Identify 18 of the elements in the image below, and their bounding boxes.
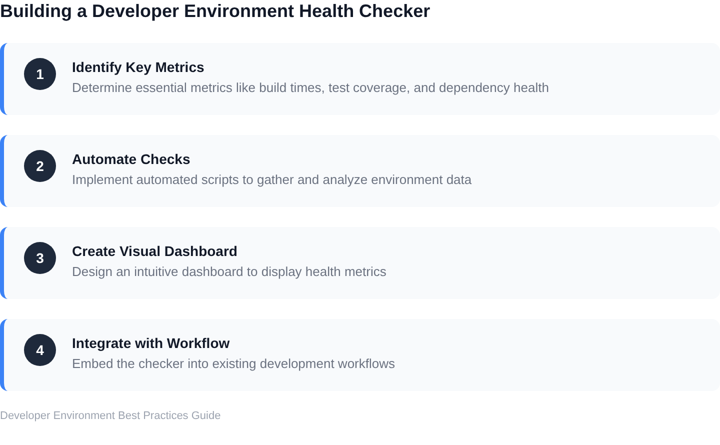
step-number: 2: [24, 150, 56, 182]
step-heading: Automate Checks: [72, 150, 192, 169]
step-heading: Identify Key Metrics: [72, 58, 206, 77]
step-number: 3: [24, 242, 56, 274]
step-description: Implement automated scripts to gather and analyze environment data: [72, 171, 472, 189]
step-card: [0, 43, 720, 115]
step-description: Determine essential metrics like build times, test coverage, and dependency health: [72, 79, 549, 97]
step-number: 1: [24, 58, 56, 90]
step-card: [0, 135, 720, 207]
title: Building a Developer Environment Health Checker: [0, 0, 430, 22]
footer-note: Developer Environment Best Practices Guide: [0, 409, 221, 424]
step-description: Design an intuitive dashboard to display health metrics: [72, 263, 386, 281]
step-number: 4: [24, 334, 56, 366]
step-description: Embed the checker into existing development workflows: [72, 355, 395, 373]
step-heading: Create Visual Dashboard: [72, 242, 238, 261]
step-card: [0, 227, 720, 299]
step-card: [0, 319, 720, 391]
step-heading: Integrate with Workflow: [72, 334, 231, 353]
